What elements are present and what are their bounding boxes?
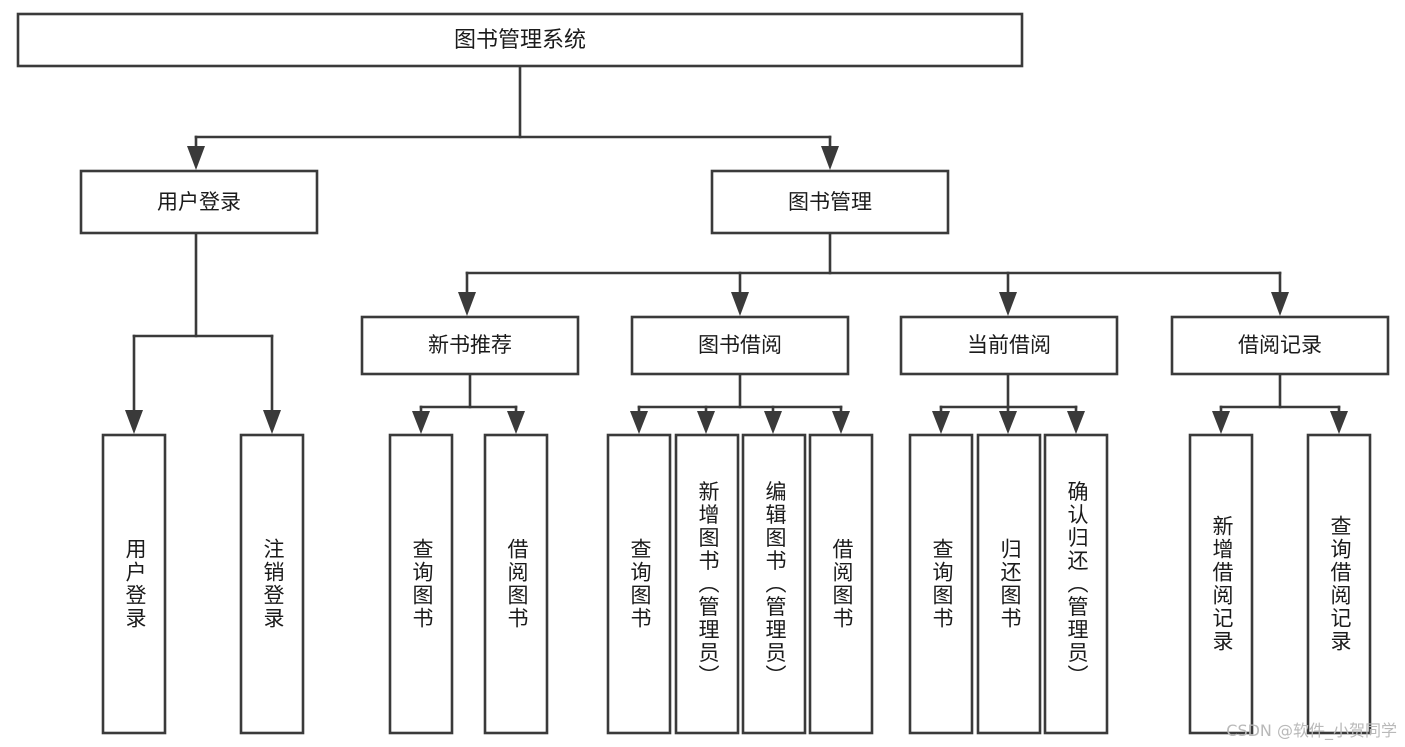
node-leaf-query-book-current[interactable]: 查询图书 — [908, 433, 974, 735]
node-current-borrow[interactable]: 当前借阅 — [899, 315, 1119, 376]
node-leaf-return-book[interactable]: 归还图书 — [976, 433, 1042, 735]
node-leaf-add-borrow-record[interactable]: 新增借阅记录 — [1188, 433, 1254, 735]
node-label-leaf-logout: 注销登录 — [261, 538, 285, 630]
node-label-leaf-query-book-current: 查询图书 — [930, 538, 954, 630]
connector-bookmgmt-to-level3 — [458, 231, 1289, 316]
node-borrow-record[interactable]: 借阅记录 — [1170, 315, 1390, 376]
node-leaf-query-book-borrow[interactable]: 查询图书 — [606, 433, 672, 735]
connector-borrow-to-leaves — [630, 372, 850, 434]
node-leaf-confirm-return-admin[interactable]: 确认归还（管理员） — [1043, 433, 1109, 735]
node-leaf-query-book-recommend[interactable]: 查询图书 — [388, 433, 454, 735]
connector-root-to-level2 — [187, 64, 839, 170]
connector-newbook-to-leaves — [412, 372, 525, 434]
node-label-leaf-borrow-book-recommend: 借阅图书 — [505, 538, 529, 630]
node-new-book-recommend[interactable]: 新书推荐 — [360, 315, 580, 376]
node-label-leaf-query-book-borrow: 查询图书 — [628, 538, 652, 630]
node-leaf-edit-book-admin[interactable]: 编辑图书（管理员） — [741, 433, 807, 735]
node-user-login[interactable]: 用户登录 — [79, 169, 319, 235]
node-label-leaf-query-borrow-record: 查询借阅记录 — [1328, 515, 1352, 653]
node-leaf-logout[interactable]: 注销登录 — [239, 433, 305, 735]
node-leaf-query-borrow-record[interactable]: 查询借阅记录 — [1306, 433, 1372, 735]
node-label-leaf-borrow-book: 借阅图书 — [830, 538, 854, 630]
node-label-user-login: 用户登录 — [157, 190, 241, 214]
node-leaf-borrow-book[interactable]: 借阅图书 — [808, 433, 874, 735]
connector-record-to-leaves — [1212, 372, 1348, 434]
node-label-leaf-add-borrow-record: 新增借阅记录 — [1210, 515, 1234, 653]
node-label-borrow-record: 借阅记录 — [1238, 333, 1322, 357]
node-book-borrow[interactable]: 图书借阅 — [630, 315, 850, 376]
node-leaf-add-book-admin[interactable]: 新增图书（管理员） — [674, 433, 740, 735]
node-book-management[interactable]: 图书管理 — [710, 169, 950, 235]
node-root-book-management-system[interactable]: 图书管理系统 — [16, 12, 1024, 68]
node-label-root: 图书管理系统 — [454, 28, 586, 53]
node-label-book-management: 图书管理 — [788, 190, 872, 214]
node-label-leaf-query-book-recommend: 查询图书 — [410, 538, 434, 630]
node-label-leaf-user-login: 用户登录 — [123, 538, 147, 630]
node-label-new-book-recommend: 新书推荐 — [428, 333, 512, 357]
node-label-leaf-add-book-admin: 新增图书（管理员） — [696, 481, 720, 688]
node-leaf-borrow-book-recommend[interactable]: 借阅图书 — [483, 433, 549, 735]
node-label-leaf-edit-book-admin: 编辑图书（管理员） — [763, 481, 787, 688]
node-leaf-user-login[interactable]: 用户登录 — [101, 433, 167, 735]
node-label-leaf-return-book: 归还图书 — [998, 538, 1022, 630]
node-label-book-borrow: 图书借阅 — [698, 333, 782, 357]
node-label-current-borrow: 当前借阅 — [967, 333, 1051, 357]
connector-userlogin-to-leaves — [125, 231, 281, 434]
connector-current-to-leaves — [932, 372, 1085, 434]
node-label-leaf-confirm-return-admin: 确认归还（管理员） — [1065, 481, 1089, 688]
